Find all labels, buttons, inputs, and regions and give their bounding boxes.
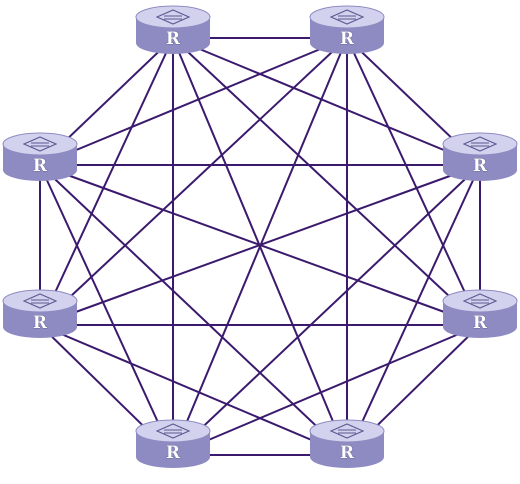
- router-label: R: [340, 443, 355, 463]
- router-icon: [22, 293, 58, 309]
- router-icon: [22, 136, 58, 152]
- router-label: R: [340, 29, 355, 49]
- router-icon: [462, 136, 498, 152]
- router-icon: [155, 9, 191, 25]
- router-icon: [155, 423, 191, 439]
- router-r4: R: [442, 289, 518, 338]
- mesh-links: [39, 37, 481, 456]
- link-r2-r8: [39, 37, 348, 166]
- router-label: R: [166, 29, 181, 49]
- link-r1-r7: [39, 37, 174, 326]
- link-r1-r3: [172, 37, 481, 166]
- link-r6-r8: [39, 164, 174, 456]
- router-r2: R: [309, 5, 385, 54]
- link-r3-r5: [346, 164, 481, 456]
- router-top: [135, 5, 211, 29]
- link-r4-r8: [39, 164, 481, 326]
- router-r5: R: [309, 419, 385, 468]
- router-top: [442, 289, 518, 313]
- router-r1: R: [135, 5, 211, 54]
- link-r2-r6: [172, 37, 348, 456]
- router-r3: R: [442, 132, 518, 181]
- router-r6: R: [135, 419, 211, 468]
- router-icon: [329, 9, 365, 25]
- router-label: R: [473, 156, 488, 176]
- link-r5-r8: [39, 164, 348, 456]
- routers: R R R R R R R R: [2, 5, 518, 468]
- link-r4-r6: [172, 324, 481, 456]
- link-r2-r4: [346, 37, 481, 326]
- router-label: R: [166, 443, 181, 463]
- router-top: [309, 419, 385, 443]
- router-icon: [462, 293, 498, 309]
- router-top: [309, 5, 385, 29]
- router-top: [2, 132, 78, 156]
- link-r5-r7: [39, 324, 348, 456]
- router-label: R: [33, 156, 48, 176]
- router-icon: [329, 423, 365, 439]
- link-r3-r6: [172, 164, 481, 456]
- router-top: [135, 419, 211, 443]
- router-r7: R: [2, 289, 78, 338]
- router-r8: R: [2, 132, 78, 181]
- router-top: [2, 289, 78, 313]
- router-label: R: [33, 313, 48, 333]
- router-top: [442, 132, 518, 156]
- router-label: R: [473, 313, 488, 333]
